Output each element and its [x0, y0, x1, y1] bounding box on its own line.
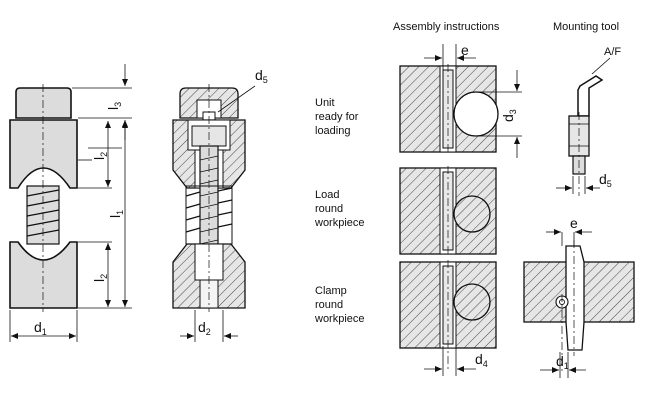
hex-key-tool: A/F d5 [556, 46, 621, 196]
dim-l3-label: l3 [105, 102, 123, 110]
step-1-label: Unit ready for loading [315, 97, 361, 137]
dim-l2-lower-label: l2 [91, 274, 109, 282]
dim-d4-label: d4 [475, 351, 488, 369]
dim-l2-upper-label: l2 [91, 152, 109, 160]
dim-d1-tool-label: d1 [556, 353, 569, 371]
dim-d1-label: d1 [34, 319, 47, 337]
dim-d5-tool-label: d5 [599, 171, 612, 189]
step-1-diagram [399, 64, 499, 154]
dim-d5-section-label: d5 [255, 67, 268, 85]
dimensions-left: l3 l2 l1 l2 d1 d2 d5 [9, 64, 268, 342]
unit-section-view [172, 84, 246, 312]
step-3-diagram [399, 260, 497, 372]
tool-header: Mounting tool [553, 21, 619, 33]
dim-e-tool-label: e [570, 215, 578, 231]
dim-e-assembly-label: e [461, 42, 469, 58]
dim-d3-label: d3 [500, 109, 518, 122]
assembly-dimensions: e d3 d4 [424, 42, 522, 376]
assembly-header: Assembly instructions [393, 21, 500, 33]
workpiece-detail: e d1 [523, 215, 635, 378]
step-2-diagram [399, 166, 497, 256]
step-2-label: Load round workpiece [314, 189, 365, 229]
dim-af-label: A/F [604, 46, 621, 58]
dim-d2-label: d2 [198, 319, 211, 337]
step-3-label: Clamp round workpiece [314, 285, 365, 325]
unit-side-view [9, 84, 78, 312]
dim-l1-label: l1 [107, 210, 125, 218]
